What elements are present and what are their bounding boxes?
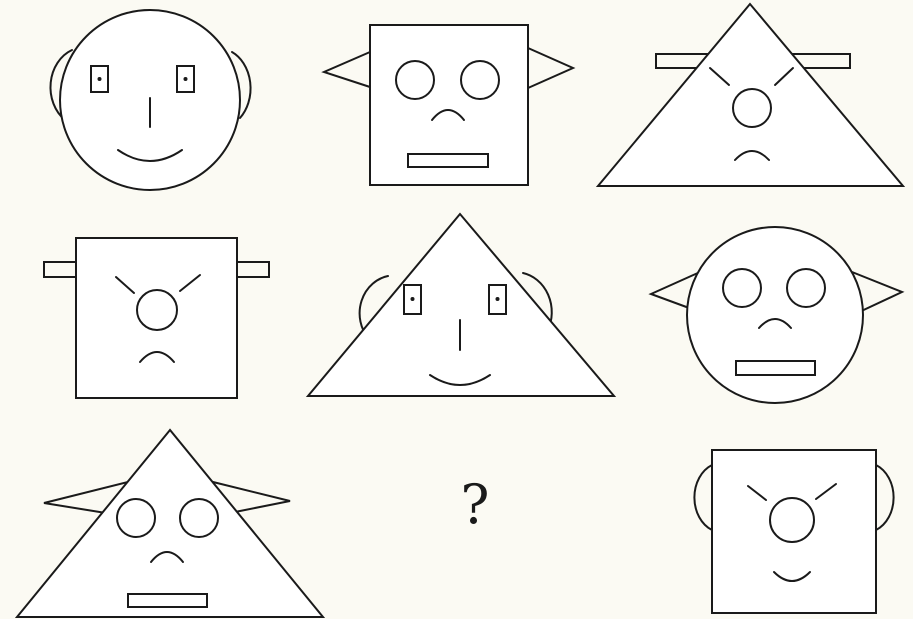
face-square-pointed-ears (324, 25, 573, 185)
right-ear (876, 465, 894, 530)
missing-cell-question-mark: ? (455, 478, 495, 532)
left-ear (694, 465, 712, 530)
left-bar-ear (44, 262, 76, 277)
left-ear (324, 52, 370, 87)
right-eye-pupil (184, 77, 188, 81)
face-triangle-bar-ears (598, 4, 903, 186)
face-triangle-round-ears (308, 214, 614, 396)
nose-circle (733, 89, 771, 127)
right-bar-ear (237, 262, 269, 277)
head-circle (687, 227, 863, 403)
left-eye-pupil (411, 297, 415, 301)
head-triangle (308, 214, 614, 396)
head-square (370, 25, 528, 185)
face-circle-pointed-ears (651, 227, 902, 403)
right-eye-pupil (496, 297, 500, 301)
face-triangle-pointed-ears (17, 430, 323, 617)
face-circle-round-ears (50, 10, 250, 190)
face-square-bar-ears (44, 238, 269, 398)
head-square (712, 450, 876, 613)
right-ear (528, 48, 573, 88)
head-triangle (17, 430, 323, 617)
face-square-round-ears (694, 450, 893, 613)
head-square (76, 238, 237, 398)
left-eye-pupil (98, 77, 102, 81)
